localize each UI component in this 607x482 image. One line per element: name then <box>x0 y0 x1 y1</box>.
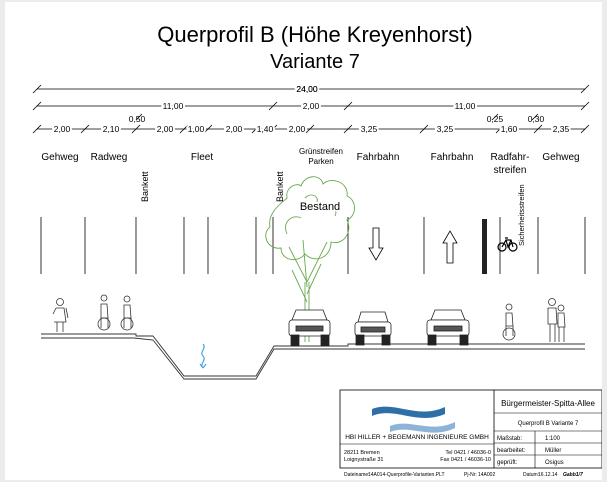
car-icon <box>426 309 470 346</box>
dim-top-030: 0,30 <box>528 114 545 124</box>
pedestrian-icon <box>547 298 566 342</box>
title-line-2: Variante 7 <box>270 51 360 73</box>
dimension-lines <box>32 84 590 134</box>
dim-total: 24,00 <box>296 84 318 94</box>
editor-value: Müller <box>545 448 561 454</box>
signature: Gabb1/7 <box>563 472 583 478</box>
company-city: 28211 Bremen <box>344 450 380 456</box>
dim-bankett-mid: 1,40 <box>257 124 274 134</box>
label-parken: Parken <box>308 157 333 166</box>
lane-divider-lines <box>40 217 586 274</box>
company-street: Loignystraße 31 <box>344 457 383 463</box>
bike-lane-marking <box>482 219 487 274</box>
scale-label: Maßstab: <box>497 436 522 442</box>
label-bankett-left: Bankett <box>140 171 150 202</box>
cyclist-icon <box>97 294 111 331</box>
company-tel: Tel 0421 / 46036-0 <box>445 450 491 456</box>
drawing-title: Querprofil B Variante 7 <box>518 421 579 427</box>
company-logo <box>372 406 455 433</box>
scale-value: 1:100 <box>545 436 561 442</box>
label-bankett-mid: Bankett <box>275 171 285 202</box>
ground-profile <box>41 333 585 380</box>
checker-label: geprüft: <box>497 460 518 466</box>
label-radfahr-1: Radfahr- <box>491 152 530 163</box>
checker-value: Osigus <box>545 460 564 466</box>
label-fahrbahn-2: Fahrbahn <box>431 152 474 163</box>
car-icon <box>354 311 392 346</box>
drawing-sheet: Querprofil B (Höhe Kreyenhorst) Variante… <box>5 2 602 480</box>
project-street-name: Bürgermeister-Spitta-Allee <box>501 399 595 408</box>
editor-label: bearbeitet: <box>497 448 526 454</box>
cyclist-icon <box>502 303 516 341</box>
date-value: 16.12.14 <box>538 472 558 478</box>
pedestrian-icon <box>52 298 69 332</box>
label-fahrbahn-1: Fahrbahn <box>357 152 400 163</box>
label-radweg: Radweg <box>91 152 128 163</box>
dim-radweg: 2,10 <box>103 124 120 134</box>
title-line-1: Querprofil B (Höhe Kreyenhorst) <box>157 22 472 47</box>
dim-side-right: 11,00 <box>455 101 476 111</box>
dim-slope-left: 2,00 <box>157 124 174 134</box>
dim-slope-right: 2,00 <box>226 124 243 134</box>
title-block <box>339 389 602 469</box>
dim-fleet: 1,00 <box>188 124 205 134</box>
dim-gruenstreifen: 2,00 <box>289 124 306 134</box>
date-label: Datum: <box>523 472 539 478</box>
label-gehweg-left: Gehweg <box>41 152 78 163</box>
label-radfahr-2: streifen <box>494 165 527 176</box>
label-sicherheitsstreifen: Sicherheitsstreifen <box>517 184 526 246</box>
company-name: HBI HILLER + BEGEMANN INGENIEURE GMBH <box>345 434 489 441</box>
car-icon <box>288 309 331 347</box>
water-icon <box>199 343 207 369</box>
label-fleet: Fleet <box>191 152 213 163</box>
project-number: 14A002 <box>478 472 495 478</box>
dim-fahrbahn-2: 3,25 <box>437 124 454 134</box>
dim-top-sicherheit: 0,25 <box>487 114 504 124</box>
arrow-down-icon <box>368 227 384 261</box>
arrow-up-icon <box>442 230 458 264</box>
company-fax: Fax 0421 / 46036-10 <box>440 457 491 463</box>
project-label: Pj-Nr: <box>464 472 477 478</box>
cross-section-drawing: Querprofil B (Höhe Kreyenhorst) Variante… <box>32 22 602 478</box>
dim-gehweg-left: 2,00 <box>54 124 71 134</box>
dim-total-fg: 24,00 <box>296 84 318 94</box>
dim-gehweg-right: 2,35 <box>553 124 570 134</box>
dim-side-mid: 2,00 <box>303 101 320 111</box>
label-bestand: Bestand <box>300 201 340 213</box>
bicycle-icon <box>497 237 518 252</box>
dim-fahrbahn-1: 3,25 <box>361 124 378 134</box>
label-gehweg-right: Gehweg <box>542 152 579 163</box>
filename-label: Dateiname: <box>344 472 370 478</box>
dim-radfahrstreifen: 1,60 <box>501 124 518 134</box>
cyclist-icon <box>120 295 134 331</box>
label-gruenstreifen: Grünstreifen <box>299 147 343 156</box>
dim-top-bankett: 0,50 <box>129 114 146 124</box>
dim-side-left: 11,00 <box>163 101 184 111</box>
filename: 14A014-Querprofile-Varianten.PLT <box>368 472 445 478</box>
